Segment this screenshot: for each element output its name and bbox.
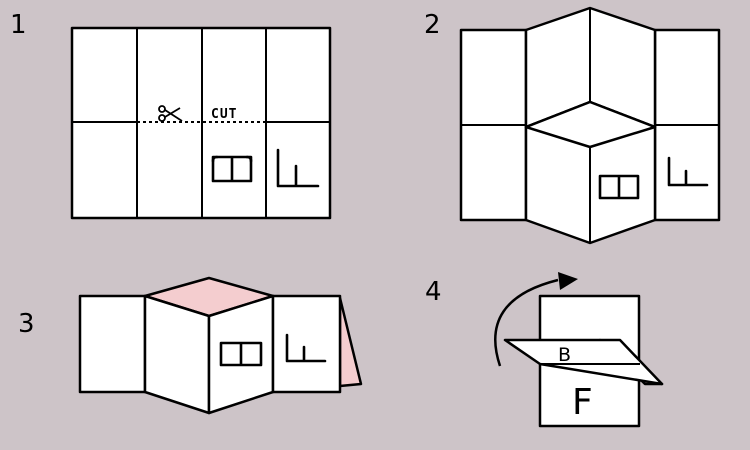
letter-b-glyph: [219, 341, 263, 367]
step-number-1: 1: [10, 10, 27, 40]
letter-f-glyph: [667, 156, 709, 187]
flap-panel: [503, 338, 664, 386]
cut-label: CUT: [211, 107, 237, 122]
scissors-icon: [158, 105, 183, 122]
step-number-3: 3: [18, 309, 35, 339]
curved-arrow-icon: [494, 272, 578, 367]
letter-f-glyph: [276, 148, 320, 188]
box-face: [143, 294, 211, 415]
letter-b-glyph: [211, 155, 253, 183]
step-2: 2: [424, 6, 721, 245]
step-number-4: 4: [425, 277, 442, 307]
step-3: 3: [18, 276, 363, 415]
step4-letter-f: F: [572, 382, 593, 423]
letter-b-glyph: [598, 174, 640, 200]
letter-f-glyph: [285, 333, 327, 363]
step-number-2: 2: [424, 10, 441, 40]
step4-letter-b: B: [558, 344, 571, 366]
side-panel: [78, 294, 147, 394]
step-1: 1 CUT: [10, 10, 332, 220]
diamond-opening: [524, 100, 657, 149]
step-4: 4 B F: [425, 272, 664, 428]
side-panel: [271, 294, 342, 394]
pink-flap: [338, 296, 363, 388]
